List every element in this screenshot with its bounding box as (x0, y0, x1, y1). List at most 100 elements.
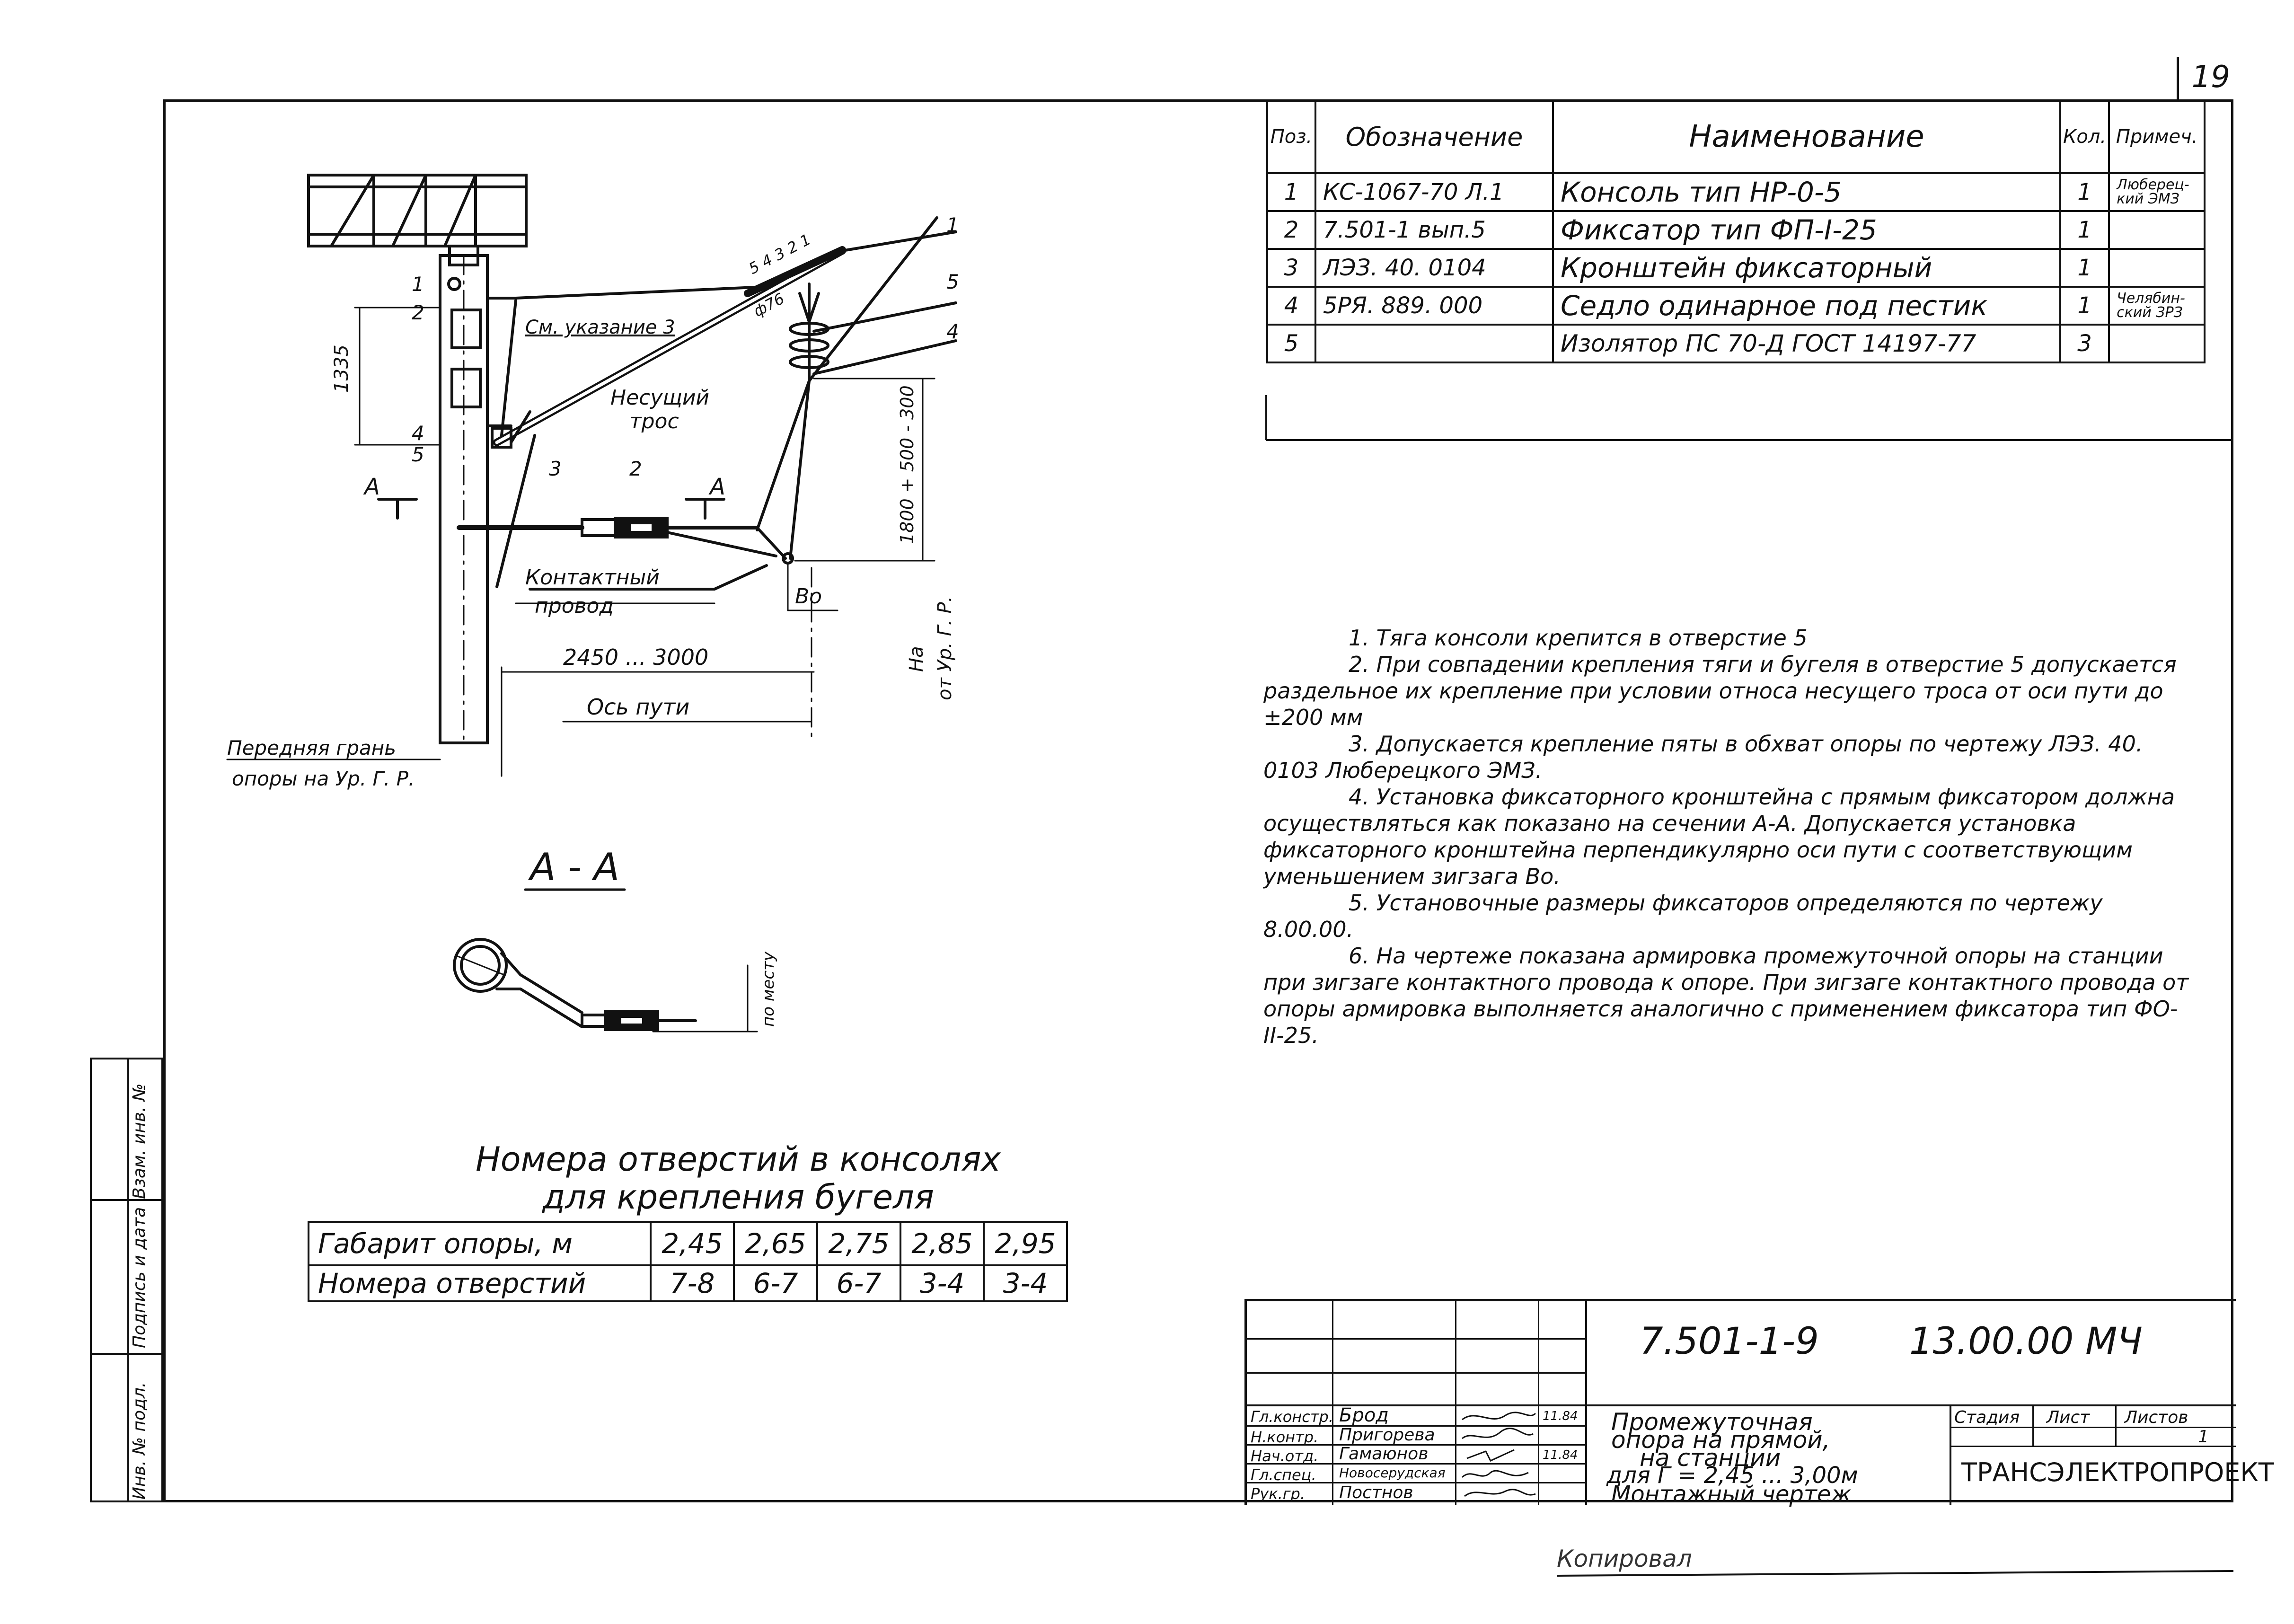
hole-row-numbers: Номера отверстий 7-8 6-7 6-7 3-4 3-4 (308, 1264, 1068, 1302)
pos4-label: 4 (412, 422, 424, 445)
spec-note (2108, 248, 2206, 288)
spec-pos: 3 (1266, 248, 1316, 288)
signer-role: Н.контр. (1251, 1428, 1319, 1446)
signer-date: 11.84 (1543, 1448, 1578, 1462)
spec-qty: 3 (2059, 324, 2110, 363)
stage-label: Стадия (1954, 1408, 2020, 1427)
spec-name: Фиксатор тип ФП-I-25 (1552, 210, 2061, 250)
spec-row: 4 5РЯ. 889. 000 Седло одинарное под пест… (1266, 286, 2206, 326)
hole-cell: 2,85 (900, 1221, 985, 1266)
drawing-title-3: на станции (1640, 1444, 1781, 1472)
spec-header-pos: Поз. (1266, 99, 1316, 174)
hole-cell: 2,45 (650, 1221, 735, 1266)
drawing-title-5: Монтажный чертеж (1611, 1481, 1852, 1508)
drawing-title-4: для Г = 2,45 ... 3,00м (1606, 1462, 1858, 1489)
pos2-label: 2 (412, 301, 424, 324)
hole-cell: 2,95 (983, 1221, 1068, 1266)
doc-number: 13.00.00 МЧ (1909, 1320, 2143, 1363)
hole-title-line2: для крепления бугеля (542, 1178, 934, 1217)
drawing-frame (163, 99, 2233, 1502)
bearing-cable-label-2: трос (629, 409, 679, 433)
hole-numbers-table: Габарит опоры, м 2,45 2,65 2,75 2,85 2,9… (308, 1221, 1068, 1302)
spec-note (2108, 324, 2206, 363)
signer-role: Гл.спец. (1251, 1466, 1316, 1484)
spec-name: Консоль тип НР-0-5 (1552, 172, 2061, 212)
note-item: 2. При совпадении крепления тяги и бугел… (1263, 652, 2177, 730)
truss (307, 174, 528, 247)
hole-cell: 3-4 (900, 1264, 985, 1302)
spec-designation: КС-1067-70 Л.1 (1315, 172, 1554, 212)
hole-cell: 7-8 (650, 1264, 735, 1302)
signer-role: Рук.гр. (1251, 1485, 1306, 1503)
hole-row-size: Габарит опоры, м 2,45 2,65 2,75 2,85 2,9… (308, 1221, 1068, 1266)
pos5-label: 5 (412, 443, 424, 466)
spec-qty: 1 (2059, 172, 2110, 212)
pos5-tip: 5 (946, 270, 959, 293)
spec-row: 5 Изолятор ПС 70-Д ГОСТ 14197-77 3 (1266, 324, 2206, 363)
track-axis-label: Ось пути (587, 694, 689, 720)
drawing-title-2: опора на прямой, (1611, 1426, 1830, 1454)
height-ref-1: На (906, 646, 927, 672)
front-face-label-2: опоры на Ур. Г. Р. (232, 767, 415, 790)
spec-note (2108, 210, 2206, 250)
sheet-number: 19 (2191, 60, 2230, 95)
pos3-tip: 3 (549, 457, 562, 480)
hole-title-line1: Номера отверстий в консолях (476, 1140, 1001, 1179)
spec-row: 2 7.501-1 вып.5 Фиксатор тип ФП-I-25 1 (1266, 210, 2206, 250)
spec-note: Люберец- кий ЭМЗ (2108, 172, 2206, 212)
hole-cell: 3-4 (983, 1264, 1068, 1302)
span-dimension: 2450 ... 3000 (563, 644, 708, 670)
note-item: 6. На чертеже показана армировка промежу… (1263, 943, 2189, 1048)
sheets-value: 1 (2198, 1427, 2209, 1447)
bearing-cable-label-1: Несущий (610, 386, 709, 410)
signer-name: Постнов (1339, 1483, 1413, 1502)
contact-wire-label-1: Контактный (525, 565, 660, 590)
spec-name: Кронштейн фиксаторный (1552, 248, 2061, 288)
note-item: 5. Установочные размеры фиксаторов опред… (1263, 890, 2103, 942)
signer-name: Новосерудская (1339, 1465, 1446, 1481)
drawing-title-1: Промежуточная (1611, 1408, 1813, 1436)
spec-name: Изолятор ПС 70-Д ГОСТ 14197-77 (1552, 324, 2061, 363)
section-mark-left: А (363, 474, 380, 500)
hole-cell: 6-7 (733, 1264, 818, 1302)
note-item: 1. Тяга консоли крепится в отверстие 5 (1349, 625, 1808, 651)
in-place-label: по месту (759, 951, 778, 1027)
spec-row: 3 ЛЭЗ. 40. 0104 Кронштейн фиксаторный 1 (1266, 248, 2206, 288)
spec-note: Челябин- ский ЗРЗ (2108, 286, 2206, 326)
contact-wire-label-2: провод (535, 594, 614, 618)
spec-pos: 2 (1266, 210, 1316, 250)
spec-qty: 1 (2059, 248, 2110, 288)
signer-name: Пригорева (1339, 1425, 1435, 1445)
spec-designation: ЛЭЗ. 40. 0104 (1315, 248, 1554, 288)
note-item: 4. Установка фиксаторного кронштейна с п… (1263, 784, 2175, 889)
pos1-label: 1 (412, 273, 424, 296)
spec-qty: 1 (2059, 210, 2110, 250)
spec-row: 1 КС-1067-70 Л.1 Консоль тип НР-0-5 1 Лю… (1266, 172, 2206, 212)
height-ref-2: от Ур. Г. Р. (934, 596, 956, 700)
pos2-tip: 2 (629, 457, 642, 480)
spec-name: Седло одинарное под пестик (1552, 286, 2061, 326)
specification-table: Поз. Обозначение Наименование Кол. Приме… (1266, 99, 2206, 363)
sheet-label: Лист (2047, 1408, 2090, 1427)
sheet-number-box: 19 (2177, 57, 2236, 102)
note-item: 3. Допускается крепление пяты в обхват о… (1263, 731, 2143, 783)
signer-role: Гл.констр. (1251, 1408, 1333, 1426)
front-face-label-1: Передняя грань (227, 736, 396, 759)
section-mark-right: А (708, 474, 725, 500)
pos4-tip: 4 (946, 320, 959, 343)
spec-designation: 7.501-1 вып.5 (1315, 210, 1554, 250)
signature-marks (1461, 1412, 1536, 1497)
spec-header-note: Примеч. (2108, 99, 2206, 174)
spec-designation: 5РЯ. 889. 000 (1315, 286, 1554, 326)
spec-header-name: Наименование (1552, 99, 2061, 174)
spec-header-designation: Обозначение (1315, 99, 1554, 174)
zigzag-label: Во (795, 584, 822, 609)
signer-name: Брод (1339, 1404, 1389, 1426)
pos1-tip: 1 (946, 213, 959, 237)
hole-cell: 2,65 (733, 1221, 818, 1266)
sheets-label: Листов (2125, 1408, 2188, 1427)
section-title: А - А (528, 845, 619, 889)
